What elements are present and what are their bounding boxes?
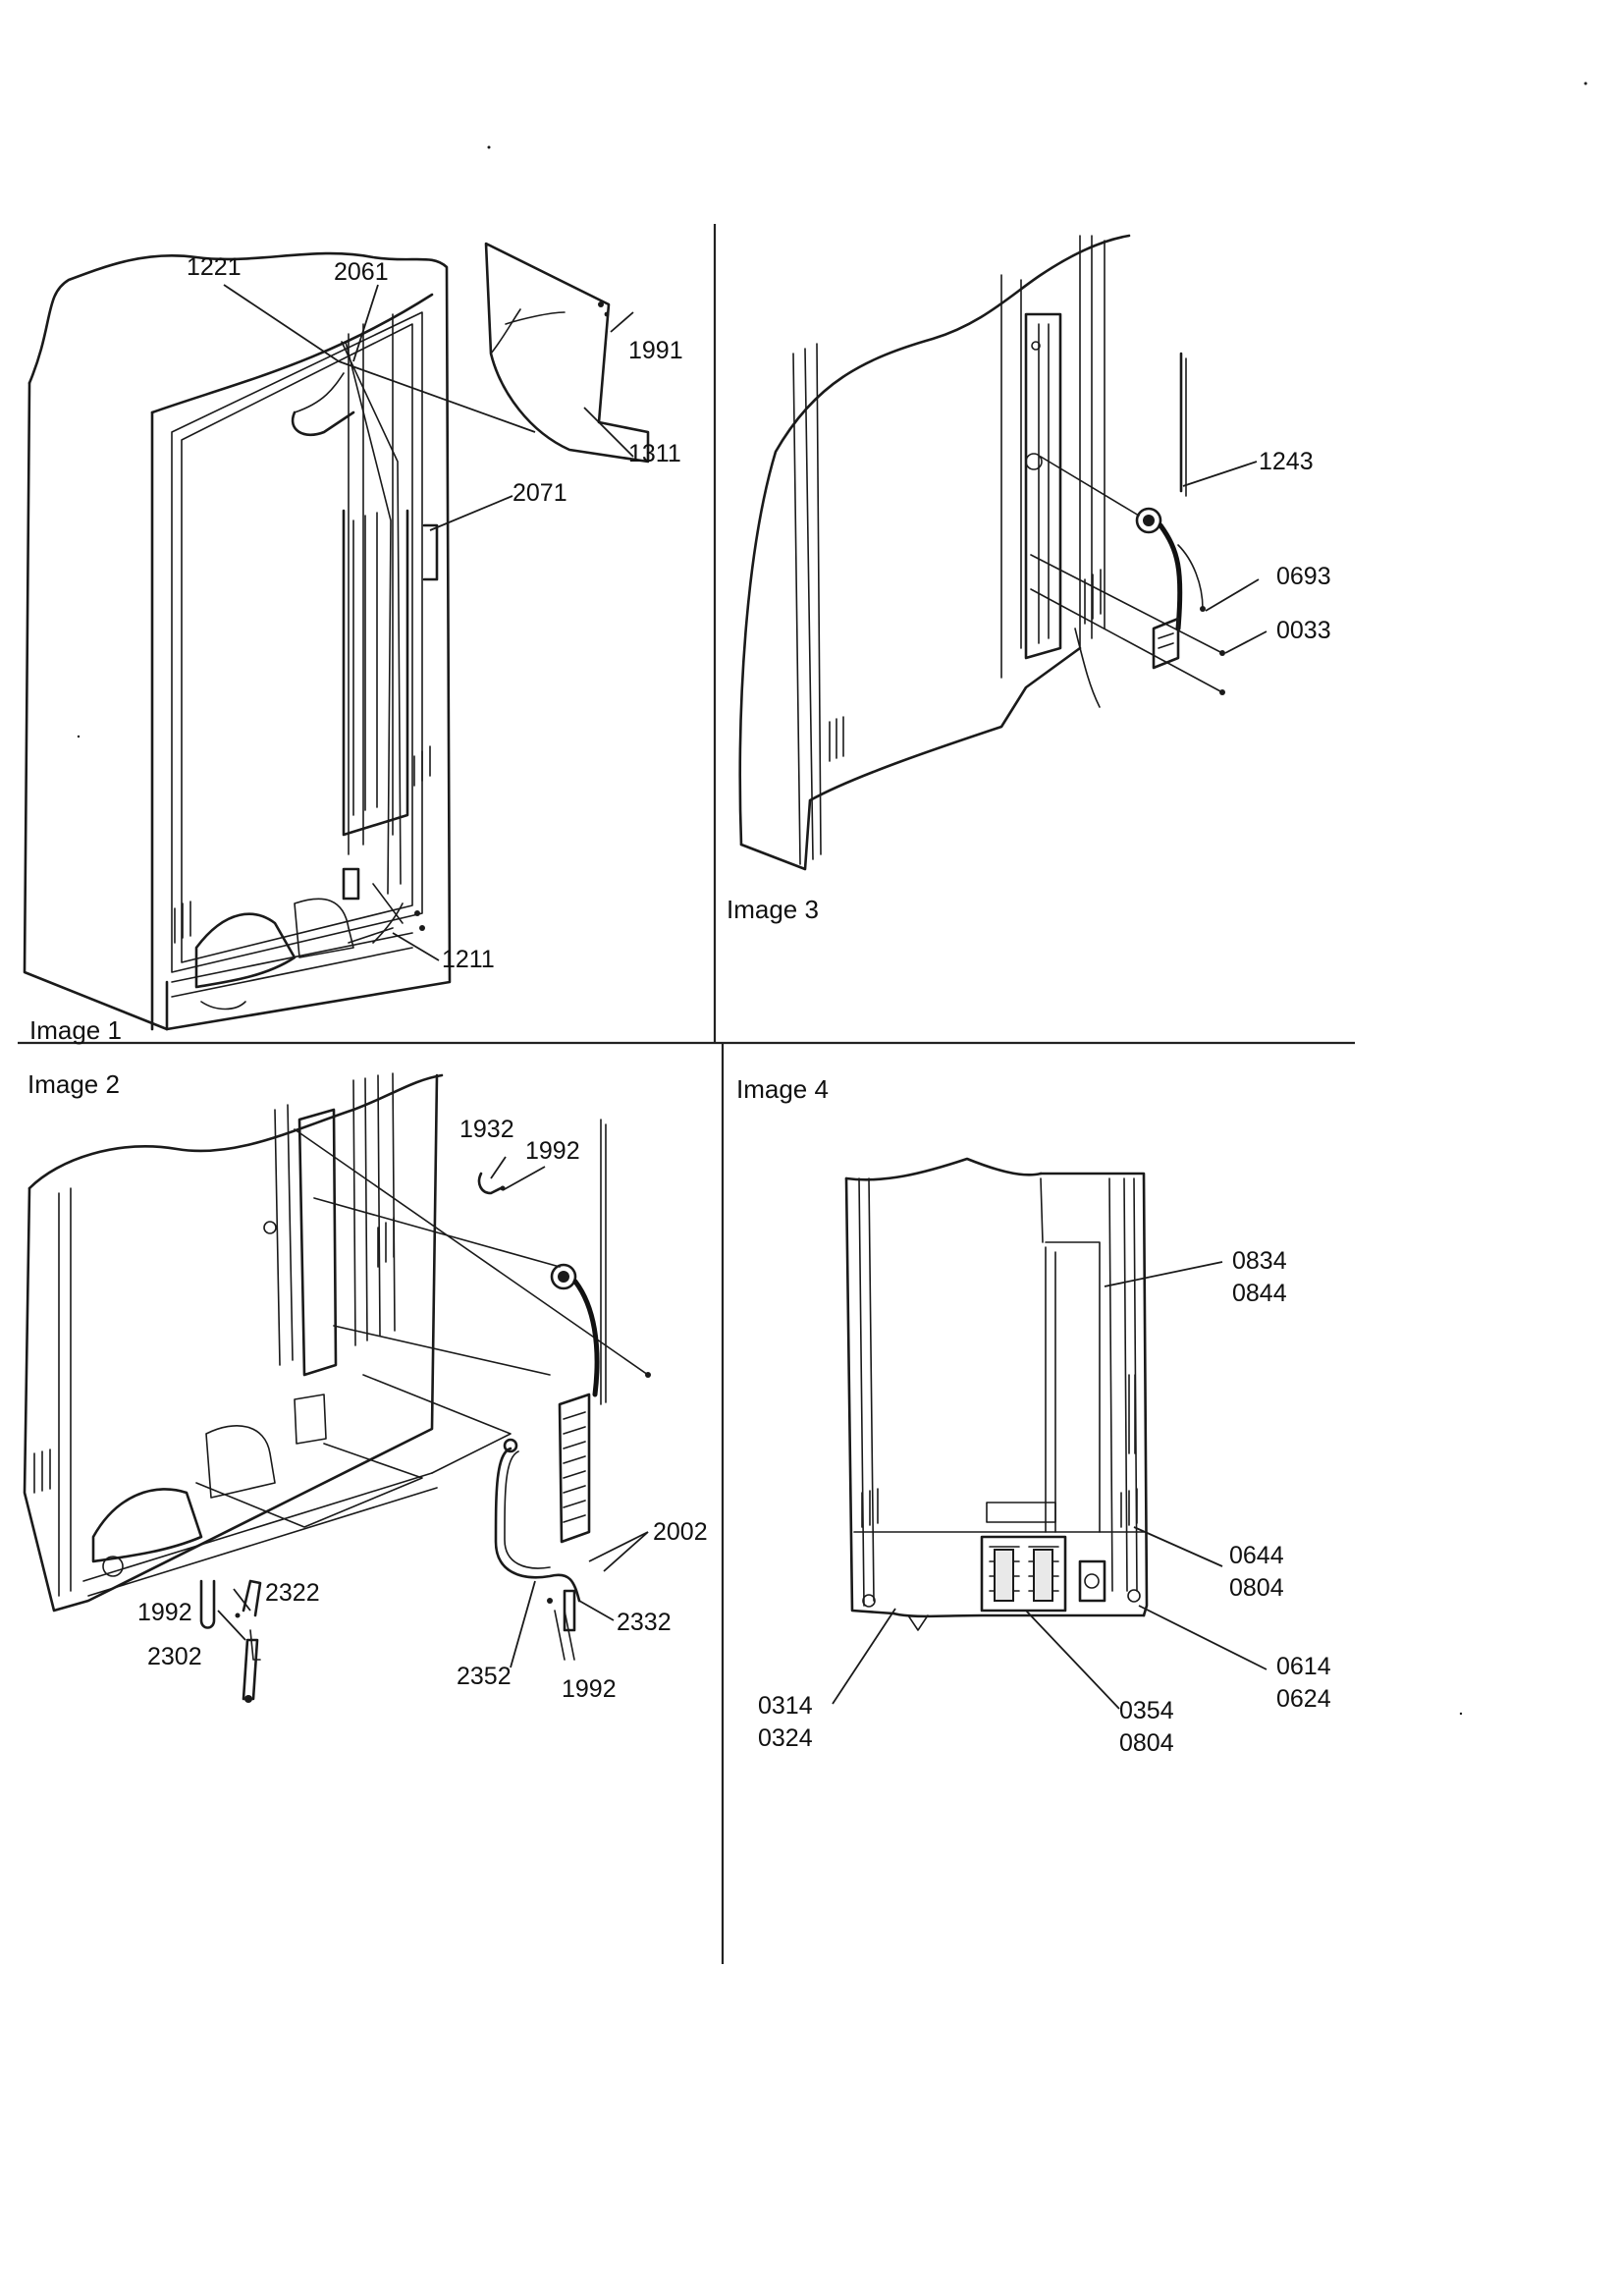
part-number-1311: 1311 [628,440,681,467]
part-number-1221: 1221 [187,253,242,281]
part-number-0614: 0614 [1276,1653,1331,1680]
part-number-1932: 1932 [459,1116,514,1143]
image4-callouts: 0834 0844 0644 0804 0614 0624 0314 0324 … [736,1074,1331,1757]
panel-title-image4: Image 4 [736,1074,829,1104]
part-number-0804-right: 0804 [1229,1574,1284,1602]
panel-title-image2: Image 2 [27,1069,120,1099]
image3-drawing [738,234,1225,871]
part-number-2352: 2352 [457,1663,512,1690]
image1-callouts: 1221 2061 1991 1311 2071 1211 Image 1 [29,253,683,1045]
image1-drawing [23,242,650,1031]
image3-callouts: 1243 0693 0033 Image 3 [727,448,1331,924]
panel-title-image1: Image 1 [29,1015,122,1045]
part-number-1991: 1991 [628,337,683,364]
part-number-1243: 1243 [1259,448,1314,475]
part-number-0033: 0033 [1276,617,1331,644]
scan-speck [487,145,491,149]
part-number-2002: 2002 [653,1518,708,1546]
part-number-0844: 0844 [1232,1280,1287,1307]
scan-speck [77,735,81,738]
image2-callouts: 1932 1992 2002 1992 2322 2302 2352 2332 … [27,1069,708,1703]
image4-leaders [832,1261,1267,1710]
part-number-2302: 2302 [147,1643,202,1670]
part-number-0624: 0624 [1276,1685,1331,1713]
part-number-0693: 0693 [1276,563,1331,590]
part-number-2061: 2061 [334,258,389,286]
scan-speck [1584,82,1588,85]
part-number-0354: 0354 [1119,1697,1174,1724]
part-number-0834: 0834 [1232,1247,1287,1275]
part-number-1211: 1211 [442,946,495,973]
part-number-2322: 2322 [265,1579,320,1607]
part-number-1992-bottom: 1992 [562,1675,617,1703]
image1-leaders [223,284,634,961]
image4-drawing [844,1157,1149,1631]
image2-drawing [23,1072,651,1703]
part-number-1992-left: 1992 [137,1599,192,1626]
part-number-0324: 0324 [758,1724,813,1752]
part-number-0644: 0644 [1229,1542,1284,1569]
panel-title-image3: Image 3 [727,895,819,924]
image2-leaders [217,1156,649,1668]
part-number-0314: 0314 [758,1692,813,1720]
scan-speck [1459,1712,1463,1716]
part-number-0804-bottom: 0804 [1119,1729,1174,1757]
image3-leaders [1182,461,1267,654]
part-number-2332: 2332 [617,1609,672,1636]
part-number-2071: 2071 [512,479,567,507]
part-number-1992-top: 1992 [525,1137,580,1165]
